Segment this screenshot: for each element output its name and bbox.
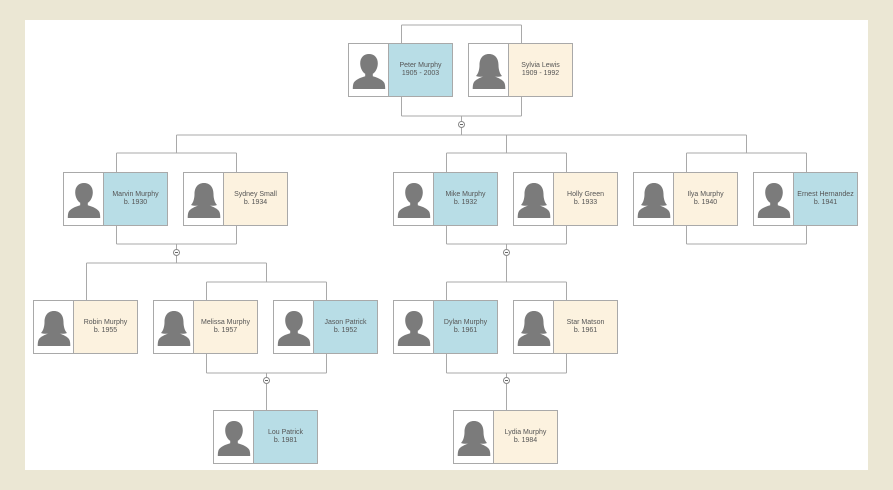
person-dates: b. 1961 xyxy=(453,327,478,334)
avatar xyxy=(754,173,794,225)
collapse-toggle-icon[interactable] xyxy=(263,377,270,384)
avatar xyxy=(394,301,434,353)
person-name: Sylvia Lewis xyxy=(521,62,560,69)
person-name: Holly Green xyxy=(567,191,604,198)
avatar xyxy=(469,44,509,96)
collapse-toggle-icon[interactable] xyxy=(503,377,510,384)
person-name: Jason Patrick xyxy=(324,319,367,326)
person-dates: b. 1955 xyxy=(93,327,118,334)
person-name: Star Matson xyxy=(566,319,605,326)
connector-lines xyxy=(86,24,807,410)
avatar xyxy=(184,173,224,225)
avatar xyxy=(634,173,674,225)
person-dates: b. 1981 xyxy=(273,437,298,444)
person-dates: b. 1940 xyxy=(693,199,718,206)
person-dates: b. 1961 xyxy=(573,327,598,334)
person-dates: b. 1941 xyxy=(813,199,838,206)
person-dates: b. 1932 xyxy=(453,199,478,206)
person-name: Melissa Murphy xyxy=(200,319,250,326)
collapse-toggle-icon[interactable] xyxy=(503,249,510,256)
person-name: Marvin Murphy xyxy=(112,191,159,198)
avatar xyxy=(154,301,194,353)
avatar xyxy=(514,173,554,225)
person-dates: b. 1933 xyxy=(573,199,598,206)
person-dates: b. 1952 xyxy=(333,327,358,334)
person-name: Ilya Murphy xyxy=(687,191,724,198)
avatar xyxy=(214,411,254,463)
person-name: Dylan Murphy xyxy=(443,319,488,326)
avatar xyxy=(64,173,104,225)
avatar xyxy=(394,173,434,225)
person-dates: 1909 - 1992 xyxy=(521,70,560,77)
person-name: Sydney Small xyxy=(234,191,277,198)
person-name: Lou Patrick xyxy=(267,429,304,436)
person-dates: b. 1934 xyxy=(243,199,268,206)
person-dates: b. 1930 xyxy=(123,199,148,206)
person-name: Ernest Hernandez xyxy=(797,191,854,198)
avatar xyxy=(34,301,74,353)
person-name: Peter Murphy xyxy=(399,62,442,69)
avatar xyxy=(454,411,494,463)
avatar xyxy=(514,301,554,353)
collapse-toggle-icon[interactable] xyxy=(458,121,465,128)
collapse-toggle-icon[interactable] xyxy=(173,249,180,256)
person-name: Robin Murphy xyxy=(83,319,128,326)
avatar xyxy=(274,301,314,353)
avatar xyxy=(349,44,389,96)
person-name: Mike Murphy xyxy=(445,191,486,198)
person-dates: 1905 - 2003 xyxy=(401,70,440,77)
person-dates: b. 1957 xyxy=(213,327,238,334)
person-dates: b. 1984 xyxy=(513,437,538,444)
person-name: Lydia Murphy xyxy=(504,429,547,436)
